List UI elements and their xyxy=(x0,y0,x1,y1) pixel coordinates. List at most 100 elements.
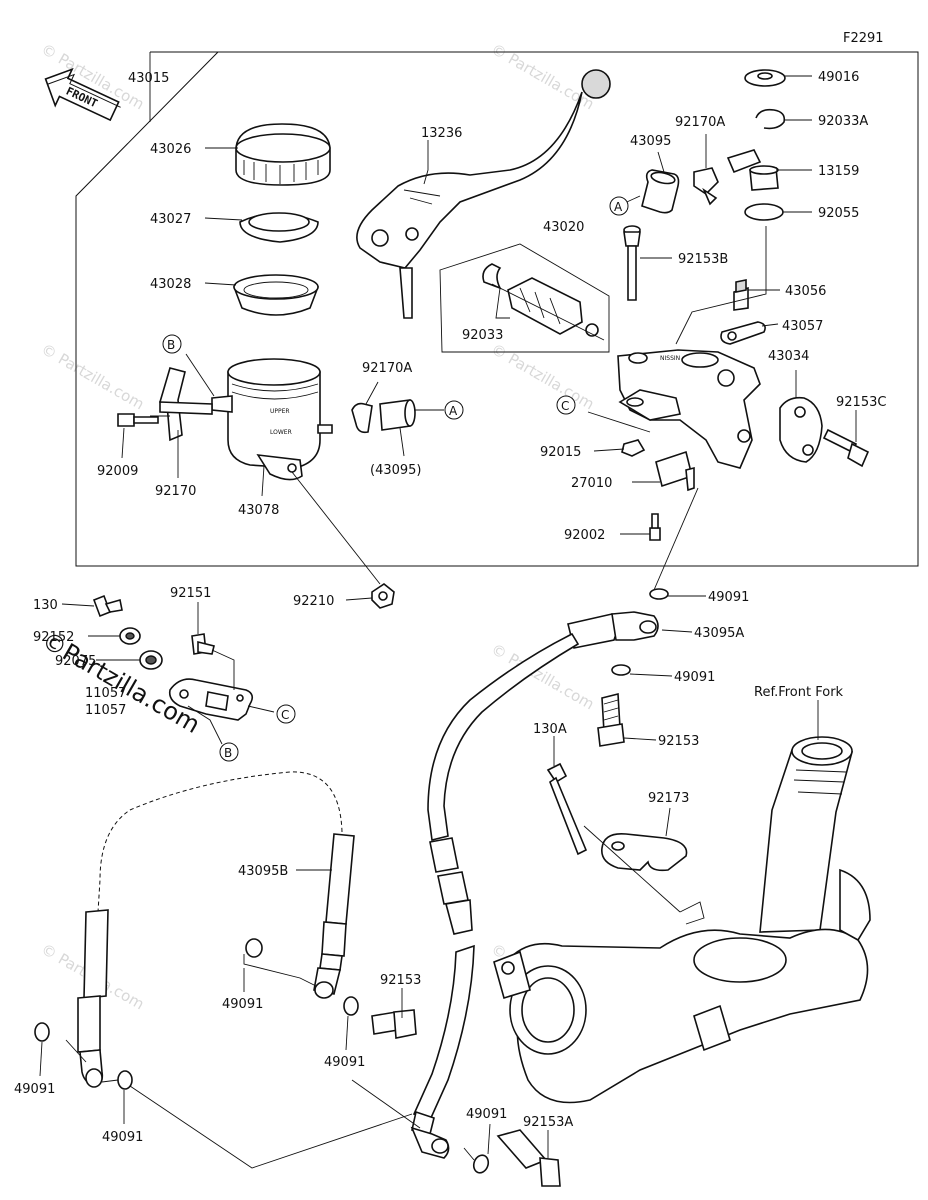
part-label: 92170A xyxy=(362,361,412,376)
hose-top xyxy=(641,169,680,214)
part-label: 43020 xyxy=(543,220,584,235)
part-label: 13159 xyxy=(818,164,859,179)
collar-92075 xyxy=(139,650,163,670)
svg-text:A: A xyxy=(614,200,623,214)
brake-hose-lower xyxy=(412,944,475,1122)
hose-clamp-mid xyxy=(351,402,373,434)
hose-routing-line xyxy=(97,771,343,913)
part-label: 49091 xyxy=(222,997,263,1012)
brake-hose-far-left xyxy=(77,909,109,1088)
leader-lines xyxy=(39,75,857,1169)
part-label: 92151 xyxy=(170,586,211,601)
piston-kit xyxy=(482,263,599,337)
watermark: © Partzilla.com xyxy=(488,40,597,113)
bolt-92153 xyxy=(597,692,625,747)
figure-code: F2291 xyxy=(843,31,884,46)
part-label: 92173 xyxy=(648,791,689,806)
callout-b-bottom: B xyxy=(219,742,239,762)
part-label: 49091 xyxy=(324,1055,365,1070)
banjo-lower xyxy=(410,1126,450,1159)
part-label: 43095B xyxy=(238,864,288,879)
washer-49091 xyxy=(34,1022,50,1042)
oring-92055 xyxy=(744,203,784,221)
part-label: 92002 xyxy=(564,528,605,543)
svg-text:C: C xyxy=(281,708,289,722)
washer-49091 xyxy=(472,1154,490,1174)
watermark-layer: © Partzilla.com © Partzilla.com © Partzi… xyxy=(37,40,597,1013)
part-label: (43095) xyxy=(370,463,422,478)
bolt-92153-lower xyxy=(371,1009,417,1039)
part-label: 92075 xyxy=(55,654,96,669)
washer-49091 xyxy=(649,588,669,600)
part-label: 130 xyxy=(33,598,58,613)
watermark: © Partzilla.com xyxy=(38,340,147,413)
bolt-92153B xyxy=(623,225,641,301)
kit-bracket-43020 xyxy=(439,243,610,353)
part-label: 92033A xyxy=(818,114,868,129)
part-label: 92153 xyxy=(380,973,421,988)
banjo-43095A xyxy=(567,611,659,649)
screw-92002 xyxy=(649,513,661,541)
watermark: © Partzilla.com xyxy=(488,340,597,413)
part-label: 11057 xyxy=(85,686,126,701)
bolt-92153A xyxy=(496,1129,561,1187)
part-label: 43095 xyxy=(630,134,671,149)
callout-b-top: B xyxy=(162,334,182,354)
part-label: 43078 xyxy=(238,503,279,518)
part-label: 92009 xyxy=(97,464,138,479)
diaphragm-plate xyxy=(239,212,319,243)
bleeder-cap-43057 xyxy=(720,321,766,345)
part-label: 49091 xyxy=(14,1082,55,1097)
reservoir-bracket xyxy=(159,367,213,442)
bleeder-43056 xyxy=(733,279,749,311)
part-label: 43095A xyxy=(694,626,744,641)
ref-front-fork-label: Ref.Front Fork xyxy=(754,685,844,700)
circlip-92033A xyxy=(755,108,786,130)
part-label: 43056 xyxy=(785,284,826,299)
brake-hose-left xyxy=(313,833,355,999)
part-label: 49091 xyxy=(708,590,749,605)
bolt-92153C xyxy=(822,428,870,468)
bolt-92151 xyxy=(191,633,215,655)
svg-text:C: C xyxy=(561,399,569,413)
part-label: 92152 xyxy=(33,630,74,645)
part-label: 43034 xyxy=(768,349,809,364)
screw-92009 xyxy=(117,413,159,427)
cap-49016 xyxy=(744,69,786,87)
part-label: 43015 xyxy=(128,71,169,86)
washer-49091 xyxy=(343,996,359,1016)
nut-92210 xyxy=(371,583,395,609)
bolt-130A xyxy=(546,762,588,856)
part-label: 92033 xyxy=(462,328,503,343)
svg-text:UPPER: UPPER xyxy=(270,408,290,415)
washer-49091 xyxy=(245,938,263,958)
part-label: 43057 xyxy=(782,319,823,334)
switch-27010 xyxy=(655,450,695,492)
washer-49091 xyxy=(611,664,631,676)
brake-lever xyxy=(356,69,611,319)
hose-mid xyxy=(379,399,416,431)
part-label: 43028 xyxy=(150,277,191,292)
part-label: 13236 xyxy=(421,126,462,141)
svg-text:NISSIN: NISSIN xyxy=(660,355,680,362)
part-label: 43027 xyxy=(150,212,191,227)
part-label: 130A xyxy=(533,722,567,737)
part-label: 92015 xyxy=(540,445,581,460)
callout-a-top: A xyxy=(609,196,629,216)
part-label: 43026 xyxy=(150,142,191,157)
master-cylinder-body: NISSIN xyxy=(617,349,761,469)
part-label: 92153 xyxy=(658,734,699,749)
svg-text:LOWER: LOWER xyxy=(270,429,292,436)
reservoir-cap xyxy=(235,123,331,186)
part-label: 92170A xyxy=(675,115,725,130)
svg-text:B: B xyxy=(167,338,175,352)
part-label: 92055 xyxy=(818,206,859,221)
callout-c-top: C xyxy=(556,395,576,415)
part-label: 49091 xyxy=(102,1130,143,1145)
part-label: 11057 xyxy=(85,703,126,718)
bracket-11057 xyxy=(168,678,254,721)
part-label: 92153A xyxy=(523,1115,573,1130)
part-label: 92210 xyxy=(293,594,334,609)
part-label: 92153C xyxy=(836,395,886,410)
